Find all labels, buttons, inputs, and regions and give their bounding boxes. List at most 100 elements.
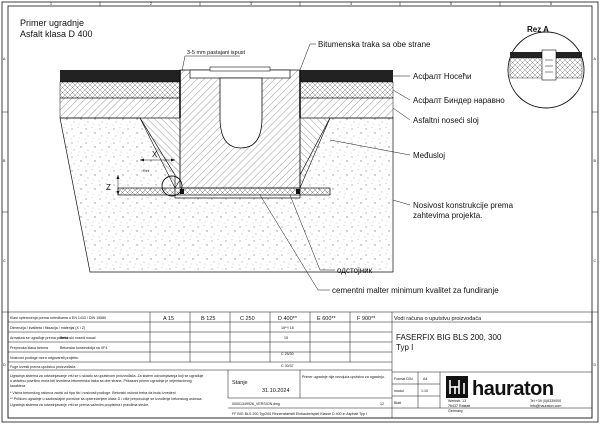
- logo-mark-lines: [449, 380, 465, 394]
- tb-page-label: Blatt: [394, 401, 401, 405]
- tb-module-value: 1:10: [421, 389, 428, 393]
- tb-note-2: Preporuka klasa betona: [10, 346, 48, 350]
- tb-datum-label: Stanje: [232, 380, 248, 386]
- tb-row1-left: Dimenzija / kvaliteta / fiksacija / mate…: [10, 326, 85, 330]
- tb-note-1: Armatura se ugrađuje prema potrebi: [10, 336, 68, 340]
- leader-spacer: [289, 194, 321, 271]
- frame-number-5: 5: [450, 2, 452, 6]
- asphalt-wearing-right: [300, 70, 393, 82]
- tb-remark-1: Ugradnja sistema za odvodnjavanje vrši s…: [10, 374, 203, 378]
- tb-product-type: Typ I: [396, 343, 413, 352]
- tb-file-name: 00001349926_VERSION.dwg: [232, 402, 280, 406]
- tb-remark-2: u asfaltnu površinu mora biti izvedena b…: [10, 379, 192, 383]
- leader-asphalt-binder: [392, 89, 411, 101]
- frame-number-6: 6: [550, 2, 552, 6]
- label-asphalt-base: Asfaltni noseći sloj: [413, 116, 479, 125]
- tb-format-label: Format DIN: [394, 377, 413, 381]
- tb-row0-left: Klasi opterećenja prema odredbama u EN 1…: [10, 316, 106, 320]
- leader-asphalt-base: [392, 107, 411, 121]
- detail-joint: [541, 49, 557, 81]
- tb-row2-left-a: Betonski noseći nosač: [60, 336, 96, 340]
- asphalt-wearing-left: [60, 70, 180, 82]
- channel-flow-profile: [219, 77, 263, 149]
- title-block: [7, 311, 593, 419]
- frame-number-1: 1: [50, 2, 52, 6]
- tb-remark-5: ** Prilikom ugradnje u saobraćajne površ…: [10, 397, 202, 401]
- tb-address-1: Werkstr. 13: [448, 399, 466, 403]
- frame-number-2: 2: [150, 2, 152, 6]
- frame-ticks: [2, 2, 598, 313]
- detail-rez-a-title: Rez A: [527, 25, 549, 34]
- detail-rez-a: Rez A: [507, 25, 585, 109]
- label-spacer: одстојник: [337, 266, 373, 275]
- frame-number-3: 3: [250, 2, 252, 6]
- frame-letter-b-right: B: [594, 159, 597, 163]
- tb-contact-1: Tel +39 (0)8339000: [530, 399, 561, 403]
- dimension-x-label: X: [152, 150, 158, 159]
- tb-class-a15: A 15: [163, 316, 174, 322]
- detail-marker-circle: [161, 175, 183, 197]
- tb-datum: 31.10.2024: [262, 388, 290, 394]
- tb-row2-small-1: C 25/30: [281, 352, 294, 356]
- tb-product-name: FASERFIX BIG BLS 200, 300: [396, 333, 502, 342]
- tb-row1-value-1: 15**/ 15: [281, 326, 294, 330]
- tb-class-f900: F 900**: [357, 316, 376, 322]
- tb-row1-value-2: 15: [284, 336, 288, 340]
- tb-note-3: Nosivost podloge mora odgovarati projekt…: [10, 356, 78, 360]
- asphalt-base-left: [59, 97, 181, 119]
- frame-letter-b: B: [3, 159, 6, 163]
- tb-class-d400: D 400**: [278, 316, 298, 322]
- tb-remark-4: * Visina betonskog oslonca zavisi od tip…: [10, 391, 176, 395]
- title-block-frame: [7, 311, 593, 419]
- leader-mortar: [259, 194, 319, 291]
- drawing-title-line1: Primer ugradnje: [20, 18, 84, 28]
- tb-page-value: 12: [380, 402, 384, 406]
- leader-interlayer: [329, 139, 411, 156]
- asphalt-base-right: [299, 97, 394, 119]
- grate-top: [209, 66, 271, 72]
- hauraton-logo: hauraton: [446, 376, 554, 400]
- tb-class-c250: C 250: [240, 316, 255, 322]
- logo-wordmark: hauraton: [472, 378, 554, 400]
- detail-marker-label: Rez: [143, 169, 150, 173]
- drawing-title-line2: Asfalt klasa D 400: [20, 29, 93, 39]
- label-gap: 3-5 mm pastajani ispust: [187, 50, 246, 56]
- frame-letter-c: C: [3, 259, 6, 263]
- asphalt-binder-right: [299, 81, 394, 99]
- spacer-marker-left: [180, 189, 184, 194]
- label-mortar: cementni malter minimum kvalitet za fund…: [332, 286, 499, 295]
- spacer-marker-right: [296, 189, 300, 194]
- tb-format-value: A4: [423, 377, 427, 381]
- tb-remark-6: Ugradnja sistema za odvodnjavanje vrši s…: [10, 403, 149, 407]
- tb-address-2: 76437 Rastatt: [448, 404, 470, 408]
- dimension-z-arrows: [116, 175, 120, 195]
- asphalt-binder-left: [59, 81, 181, 99]
- label-subbase-line1: Nosivost konstrukcije prema: [413, 201, 514, 210]
- leader-bitumen: [299, 43, 311, 71]
- frame-letters: A B C D A B C D: [3, 57, 597, 367]
- tb-footer: FF BIG BLS 200 Typ200 Rinnenstartstil Ei…: [232, 412, 367, 416]
- tb-row2-small-2: C 30/37: [281, 364, 294, 368]
- tb-contact-2: info@hauraton.com: [530, 404, 561, 408]
- dimension-z-label: Z: [106, 183, 111, 192]
- frame-letter-d: D: [3, 363, 6, 367]
- frame-letter-a: A: [3, 57, 6, 61]
- tb-remark-box: Primer ugradnje nije vezujuća uputstvo z…: [302, 375, 385, 379]
- tb-address-3: Germany: [448, 409, 463, 413]
- label-subbase-line2: zahtevima projekta.: [413, 211, 482, 220]
- tb-installation-note: Vodi računa o uputstvu proizvođača: [394, 316, 482, 322]
- tb-class-e600: E 600**: [317, 316, 337, 322]
- frame-letter-a-right: A: [594, 57, 597, 61]
- frame-letter-c-right: C: [594, 259, 597, 263]
- cross-section: Rez X Z: [59, 66, 394, 273]
- leader-subbase: [392, 199, 411, 206]
- tb-row2-left-b: Betonska konstrukcija sa XF4: [60, 346, 107, 350]
- frame-numbers: 1 2 3 4 5 6: [50, 2, 552, 6]
- tb-class-b125: B 125: [201, 316, 215, 322]
- leader-gap-tip: [181, 55, 186, 72]
- dimension-x-arrows: [140, 158, 175, 162]
- label-asphalt-binder: Асфалт Биндер наравно: [413, 96, 505, 105]
- label-bitumen: Bitumenska traka sa obe strane: [318, 40, 431, 49]
